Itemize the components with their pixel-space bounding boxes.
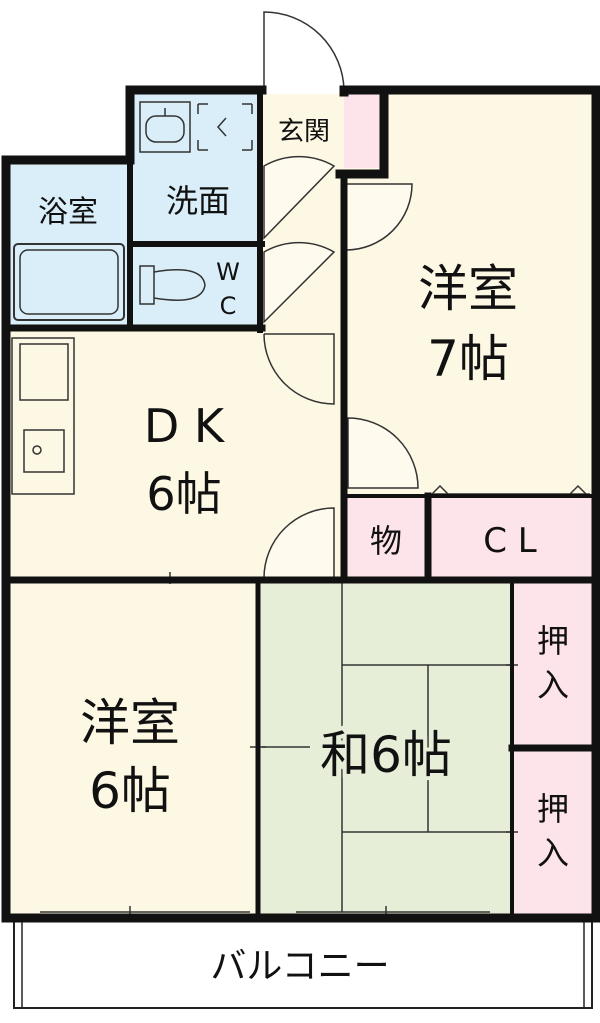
label-balcony: バルコニー (210, 946, 389, 987)
label-oshiire2-a: 押 (537, 790, 569, 828)
doors (263, 11, 590, 579)
washbasin (139, 101, 191, 153)
label-wash: 洗面 (166, 182, 230, 220)
label-dk-size: 6帖 (146, 467, 221, 521)
dk-fill (6, 330, 344, 580)
walls (1, 85, 600, 923)
label-oshiire1-b: 入 (537, 666, 569, 704)
toilet (139, 265, 206, 305)
wc-fill (132, 244, 262, 326)
label-western6-size: 6帖 (89, 762, 171, 820)
label-storage: 物 (370, 522, 402, 560)
washroom-fill (132, 94, 262, 244)
closet-fill (428, 496, 594, 578)
label-western7-size: 7帖 (427, 330, 509, 388)
label-oshiire1-a: 押 (537, 622, 569, 660)
label-dk: D K (144, 399, 226, 453)
label-genkan: 玄関 (278, 117, 330, 147)
washer-space (197, 103, 253, 151)
kitchen-counter (11, 337, 75, 495)
storage-fill (344, 496, 428, 578)
label-western6: 洋室 (80, 694, 180, 752)
oshiire-1-fill (512, 580, 594, 748)
label-oshiire2-b: 入 (537, 834, 569, 872)
genkan-step (344, 94, 384, 168)
tatami-lines (262, 582, 510, 912)
label-western7: 洋室 (418, 260, 518, 318)
western-room-6-fill (6, 580, 258, 914)
bathtub (13, 243, 125, 321)
label-japanese6: 和6帖 (320, 726, 452, 784)
label-wc-w: W (216, 258, 240, 286)
genkan-fill (262, 94, 346, 164)
oshiire-2-fill (512, 750, 594, 914)
hall-fill (262, 164, 344, 334)
label-bath: 浴室 (38, 195, 98, 230)
label-closet: C L (483, 521, 537, 561)
balcony-area (13, 919, 593, 1009)
label-wc-c: C (220, 292, 237, 320)
